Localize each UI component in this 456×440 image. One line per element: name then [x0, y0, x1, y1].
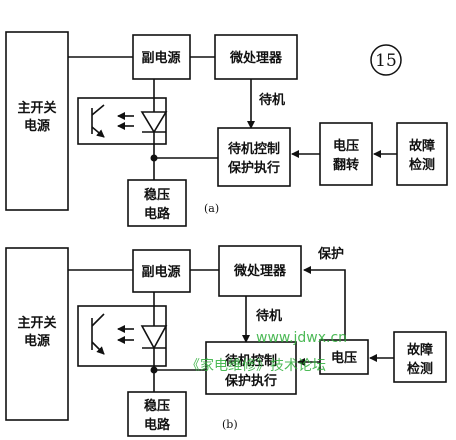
fault-detect-label-b-2: 检测	[407, 361, 433, 377]
voltage-flip-label-a-1: 电压	[333, 138, 359, 154]
regulator-box-b	[127, 391, 187, 437]
voltage-flip-box-a	[319, 122, 373, 186]
microprocessor-label-a: 微处理器	[229, 50, 283, 66]
voltage-box-b	[319, 339, 369, 375]
standby-label-b: 待机	[255, 308, 282, 324]
regulator-label-b-2: 电路	[144, 417, 171, 433]
standby-ctrl-box-a	[217, 127, 291, 187]
standby-ctrl-label-a-2: 保护执行	[227, 160, 280, 176]
fault-detect-label-a-2: 检测	[409, 157, 435, 173]
aux-power-label-a: 副电源	[141, 50, 180, 66]
fault-detect-label-b-1: 故障	[407, 342, 433, 358]
light-arrows-icon-a	[117, 112, 134, 130]
panel-a: 15 主开关 电源 副电源 微处理器	[5, 31, 448, 227]
fault-detect-box-a	[396, 122, 448, 186]
aux-power-box-a	[132, 34, 191, 80]
standby-ctrl-label-b-2: 保护执行	[224, 373, 277, 389]
voltage-flip-label-a-2: 翻转	[333, 157, 359, 173]
panel-tag-a: (a)	[204, 202, 219, 215]
fault-detect-label-a-1: 故障	[409, 138, 435, 154]
standby-ctrl-box-b	[205, 341, 297, 395]
panel-tag-b: (b)	[222, 418, 238, 431]
figure-number-circle	[370, 44, 402, 76]
main-power-label-a-1: 主开关	[17, 100, 56, 116]
junction-dot-a	[150, 154, 158, 162]
phototransistor-icon-b	[91, 313, 105, 355]
protect-loop-b	[303, 266, 346, 340]
panel-b: 主开关 电源 副电源 微处理器 待机	[5, 245, 447, 437]
protect-label-b: 保护	[317, 246, 344, 262]
watermark-forum: 《家电维修》技术论坛	[186, 357, 326, 374]
standby-ctrl-label-a-1: 待机控制	[227, 141, 280, 157]
aux-power-box-b	[132, 249, 191, 293]
main-power-label-b-1: 主开关	[17, 315, 56, 331]
watermark: www.jdwx.cn 《家电维修》技术论坛	[186, 330, 347, 374]
main-power-box-b	[5, 247, 69, 421]
voltage-label-b: 电压	[331, 350, 357, 366]
fault-detect-box-b	[393, 331, 447, 383]
watermark-url: www.jdwx.cn	[256, 330, 347, 346]
figure-number: 15	[375, 51, 397, 71]
microprocessor-box-a	[214, 34, 298, 80]
regulator-label-b-1: 稳压	[144, 398, 170, 414]
standby-ctrl-label-b-1: 待机控制	[224, 353, 277, 369]
regulator-box-a	[127, 179, 187, 227]
phototransistor-icon-a	[91, 104, 105, 138]
regulator-label-a-2: 电路	[144, 206, 171, 222]
microprocessor-box-b	[218, 245, 302, 297]
junction-dot-b	[150, 366, 158, 374]
main-power-label-a-2: 电源	[24, 118, 50, 134]
standby-label-a: 待机	[258, 92, 285, 108]
light-arrows-icon-b	[117, 325, 134, 344]
aux-power-label-b: 副电源	[141, 264, 180, 280]
regulator-label-a-1: 稳压	[144, 187, 170, 203]
main-power-label-b-2: 电源	[24, 333, 50, 349]
microprocessor-label-b: 微处理器	[233, 263, 287, 279]
main-power-box-a	[5, 31, 69, 211]
